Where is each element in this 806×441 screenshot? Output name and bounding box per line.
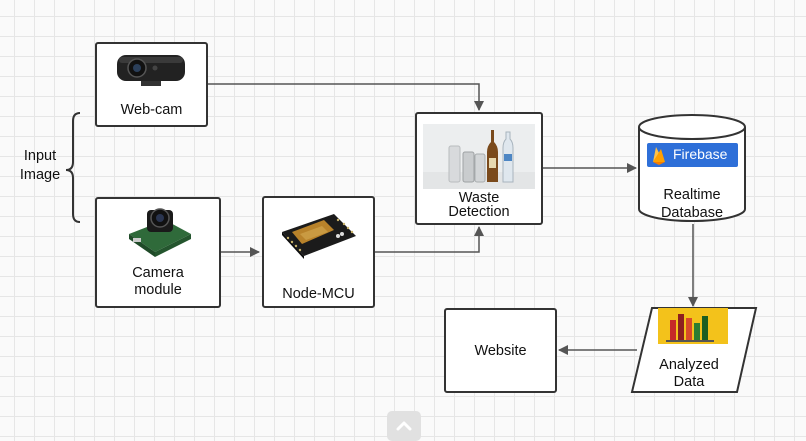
firebase-flame-icon [653, 147, 665, 165]
edge-nodemcu-to-detection [375, 226, 484, 253]
database-label: Realtime Database [660, 187, 724, 221]
edge-webcam-to-detection [208, 83, 484, 111]
scroll-up-button[interactable] [387, 411, 421, 441]
camera-module-node[interactable]: Camera module [95, 197, 221, 308]
chevron-up-icon [396, 421, 412, 431]
node-mcu-node[interactable]: Node-MCU [262, 196, 375, 308]
website-node[interactable]: Website [444, 308, 557, 393]
analyzed-data-label: Analyzed Data [659, 357, 719, 390]
webcam-label: Web-cam [120, 102, 183, 118]
webcam-node[interactable]: Web-cam [95, 42, 208, 127]
input-image-label: Input Image [19, 148, 61, 183]
webcam-icon [117, 55, 185, 86]
bar-chart-icon [658, 308, 728, 344]
website-label: Website [474, 343, 527, 359]
input-brace [65, 112, 81, 223]
waste-detection-node[interactable]: Waste Detection [415, 112, 543, 225]
waste-detection-label: Waste Detection [448, 190, 510, 220]
node-mcu-label: Node-MCU [282, 286, 355, 302]
camera-module-icon [129, 208, 191, 257]
camera-module-label: Camera module [132, 265, 184, 298]
node-mcu-icon [282, 214, 356, 259]
waste-items-icon [423, 124, 535, 189]
firebase-logo: Firebase [647, 143, 738, 167]
